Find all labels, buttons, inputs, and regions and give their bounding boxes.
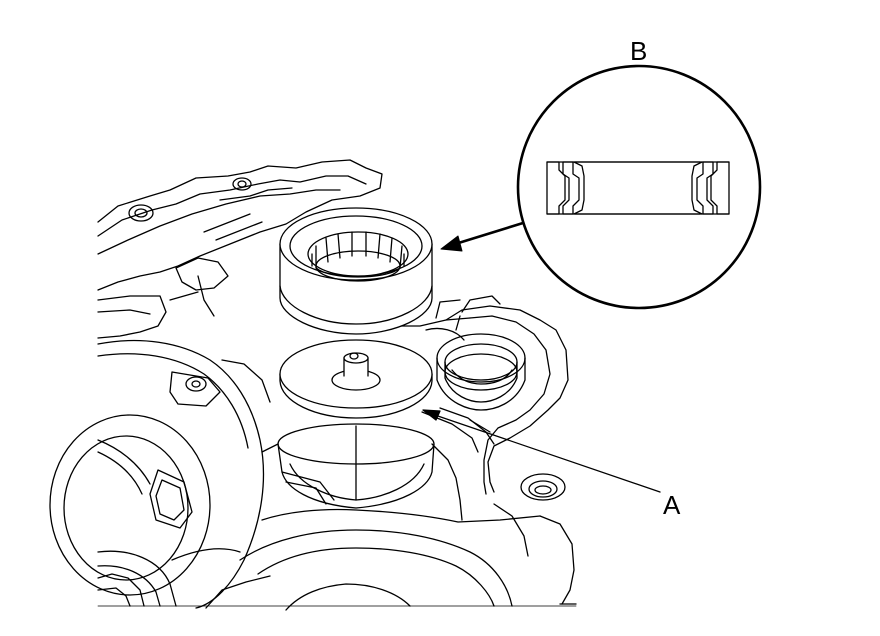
- leader-lines: [422, 221, 661, 493]
- detail-b-cross-section: [516, 64, 762, 310]
- roller-bearing: [279, 207, 433, 335]
- callout-label-b: B: [630, 36, 648, 66]
- thrust-shim: [279, 339, 433, 419]
- transmission-housing: [49, 159, 577, 611]
- callout-label-a: A: [663, 490, 681, 520]
